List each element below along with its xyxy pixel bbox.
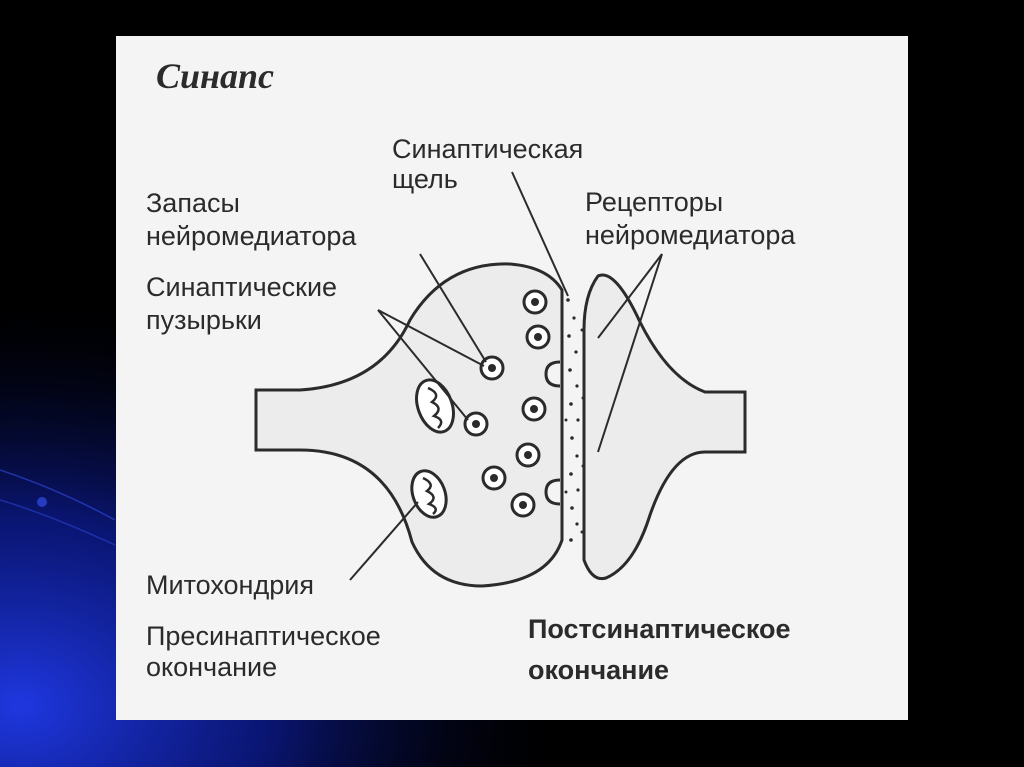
leader-vesicles-a: [377, 309, 485, 367]
label-receptors-1: Рецепторы: [585, 187, 724, 217]
label-synaptic-cleft-1: Синаптическая: [392, 134, 584, 164]
postsynaptic-terminal: [582, 273, 747, 581]
membrane-notch-bottom: [544, 478, 561, 506]
leader-receptors-a: [597, 253, 663, 339]
diagram-title: Синапс: [156, 56, 275, 96]
vesicle: [479, 355, 505, 381]
leader-cleft: [511, 171, 569, 297]
vesicle: [463, 411, 489, 437]
vesicle: [510, 492, 536, 518]
membrane-notch-top: [544, 360, 561, 388]
mitochondrion-lower: [410, 469, 448, 519]
label-neurotransmitter-stores-2: нейромедиатора: [146, 221, 357, 251]
vesicle: [521, 396, 547, 422]
label-presynaptic-2: окончание: [146, 652, 278, 682]
vesicle: [481, 465, 507, 491]
label-synaptic-vesicles-1: Синаптические: [146, 272, 338, 302]
label-receptors-2: нейромедиатора: [585, 220, 796, 250]
vesicle: [525, 324, 551, 350]
vesicle: [522, 289, 548, 315]
leader-vesicles-b: [377, 309, 469, 421]
label-synaptic-vesicles-2: пузырьки: [146, 305, 262, 335]
leader-lines: [349, 171, 663, 581]
presynaptic-terminal: [254, 262, 564, 588]
leader-mitochondria: [349, 501, 419, 581]
label-neurotransmitter-stores-1: Запасы: [146, 188, 240, 218]
vesicle: [515, 442, 541, 468]
cleft-neurotransmitter: [564, 298, 585, 542]
label-mitochondria: Митохондрия: [146, 570, 314, 600]
label-postsynaptic-2: окончание: [528, 655, 670, 685]
label-postsynaptic-1: Постсинаптическое: [528, 614, 791, 644]
label-synaptic-cleft-2: щель: [392, 164, 458, 194]
leader-receptors-b: [597, 253, 663, 453]
leader-stores: [419, 253, 487, 363]
synaptic-vesicles: [463, 289, 551, 518]
label-presynaptic-1: Пресинаптическое: [146, 621, 381, 651]
